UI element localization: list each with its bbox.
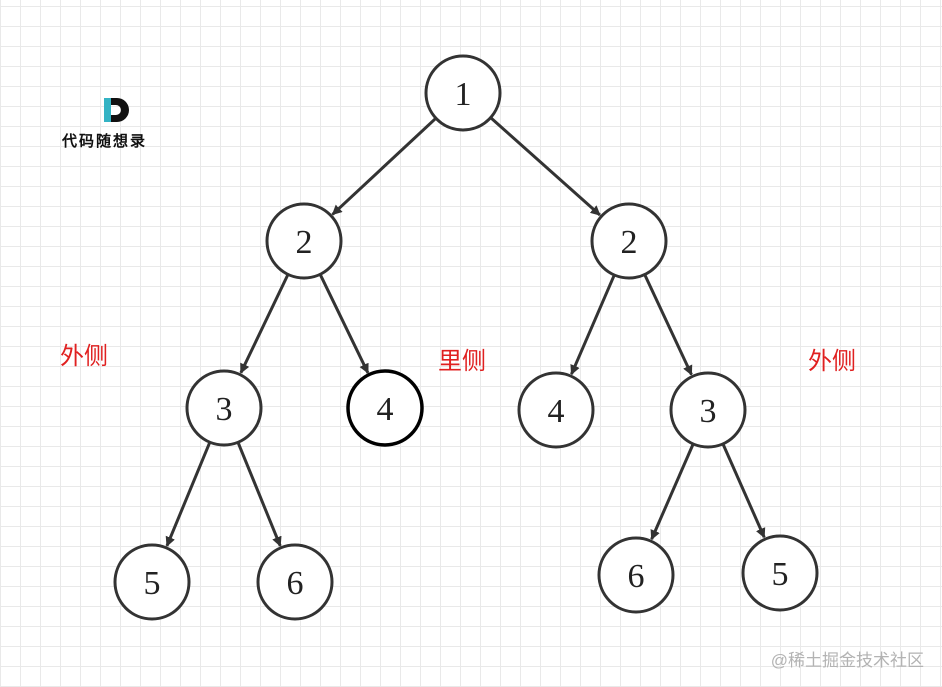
node-circle (256, 543, 334, 621)
outer-left-label: 外侧 (60, 343, 108, 370)
tree-node-rl: 4 (517, 371, 595, 449)
logo-d-icon (104, 98, 129, 122)
node-circle (741, 534, 819, 612)
edge-root-r (489, 116, 601, 217)
node-value: 1 (455, 76, 472, 113)
node-value: 6 (287, 565, 304, 602)
logo-text: 代码随想录 (62, 132, 148, 150)
edge-r-rr (643, 273, 693, 376)
tree-node-llr: 6 (256, 543, 334, 621)
node-circle (113, 543, 191, 621)
tree-node-r: 2 (590, 202, 668, 280)
edge-rr-rrr (721, 443, 766, 539)
node-circle (265, 202, 343, 280)
node-circle (185, 369, 263, 447)
node-circle (424, 54, 502, 132)
node-value: 5 (772, 556, 789, 593)
tree-node-lll: 5 (113, 543, 191, 621)
tree-node-lr: 4 (346, 369, 424, 447)
edge-root-l (331, 117, 437, 216)
edge-l-lr (318, 273, 370, 374)
node-circle (590, 202, 668, 280)
tree-node-root: 1 (424, 54, 502, 132)
tree-node-rr: 3 (669, 371, 747, 449)
node-value: 4 (377, 391, 394, 428)
edge-ll-lll (165, 441, 212, 547)
tree-node-l: 2 (265, 202, 343, 280)
watermark: @稀土掘金技术社区 (770, 651, 924, 670)
edge-rr-rrl (650, 443, 695, 541)
node-value: 3 (700, 393, 717, 430)
node-value: 5 (144, 565, 161, 602)
tree-node-rrl: 6 (597, 536, 675, 614)
node-value: 2 (621, 224, 638, 261)
node-circle (597, 536, 675, 614)
edge-l-ll (239, 273, 290, 374)
edge-r-rl (570, 274, 616, 376)
tree-node-rrr: 5 (741, 534, 819, 612)
node-value: 6 (628, 558, 645, 595)
node-circle (517, 371, 595, 449)
node-circle (346, 369, 424, 447)
node-value: 3 (216, 391, 233, 428)
node-circle (669, 371, 747, 449)
node-value: 4 (548, 393, 565, 430)
tree-node-ll: 3 (185, 369, 263, 447)
inner-label: 里侧 (438, 348, 486, 375)
node-value: 2 (296, 224, 313, 261)
outer-right-label: 外侧 (808, 348, 856, 375)
edge-ll-llr (236, 441, 282, 547)
